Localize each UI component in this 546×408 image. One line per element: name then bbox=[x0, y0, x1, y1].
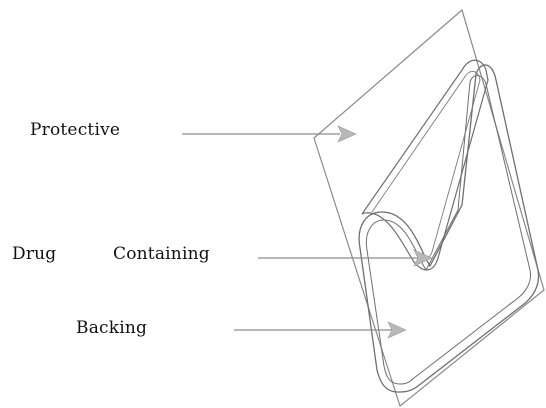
drug-label: Drug bbox=[12, 244, 57, 264]
backing-layer-outline bbox=[358, 64, 540, 393]
protective-label: Protective bbox=[30, 120, 121, 140]
protective-layer-outline bbox=[313, 8, 545, 408]
backing-label: Backing bbox=[76, 318, 148, 338]
containing-label: Containing bbox=[113, 244, 210, 264]
drug-containing-arrowhead bbox=[413, 249, 433, 267]
backing-layer-inner-outline bbox=[365, 75, 531, 385]
backing-arrowhead bbox=[387, 321, 407, 339]
protective-arrowhead bbox=[337, 125, 357, 143]
